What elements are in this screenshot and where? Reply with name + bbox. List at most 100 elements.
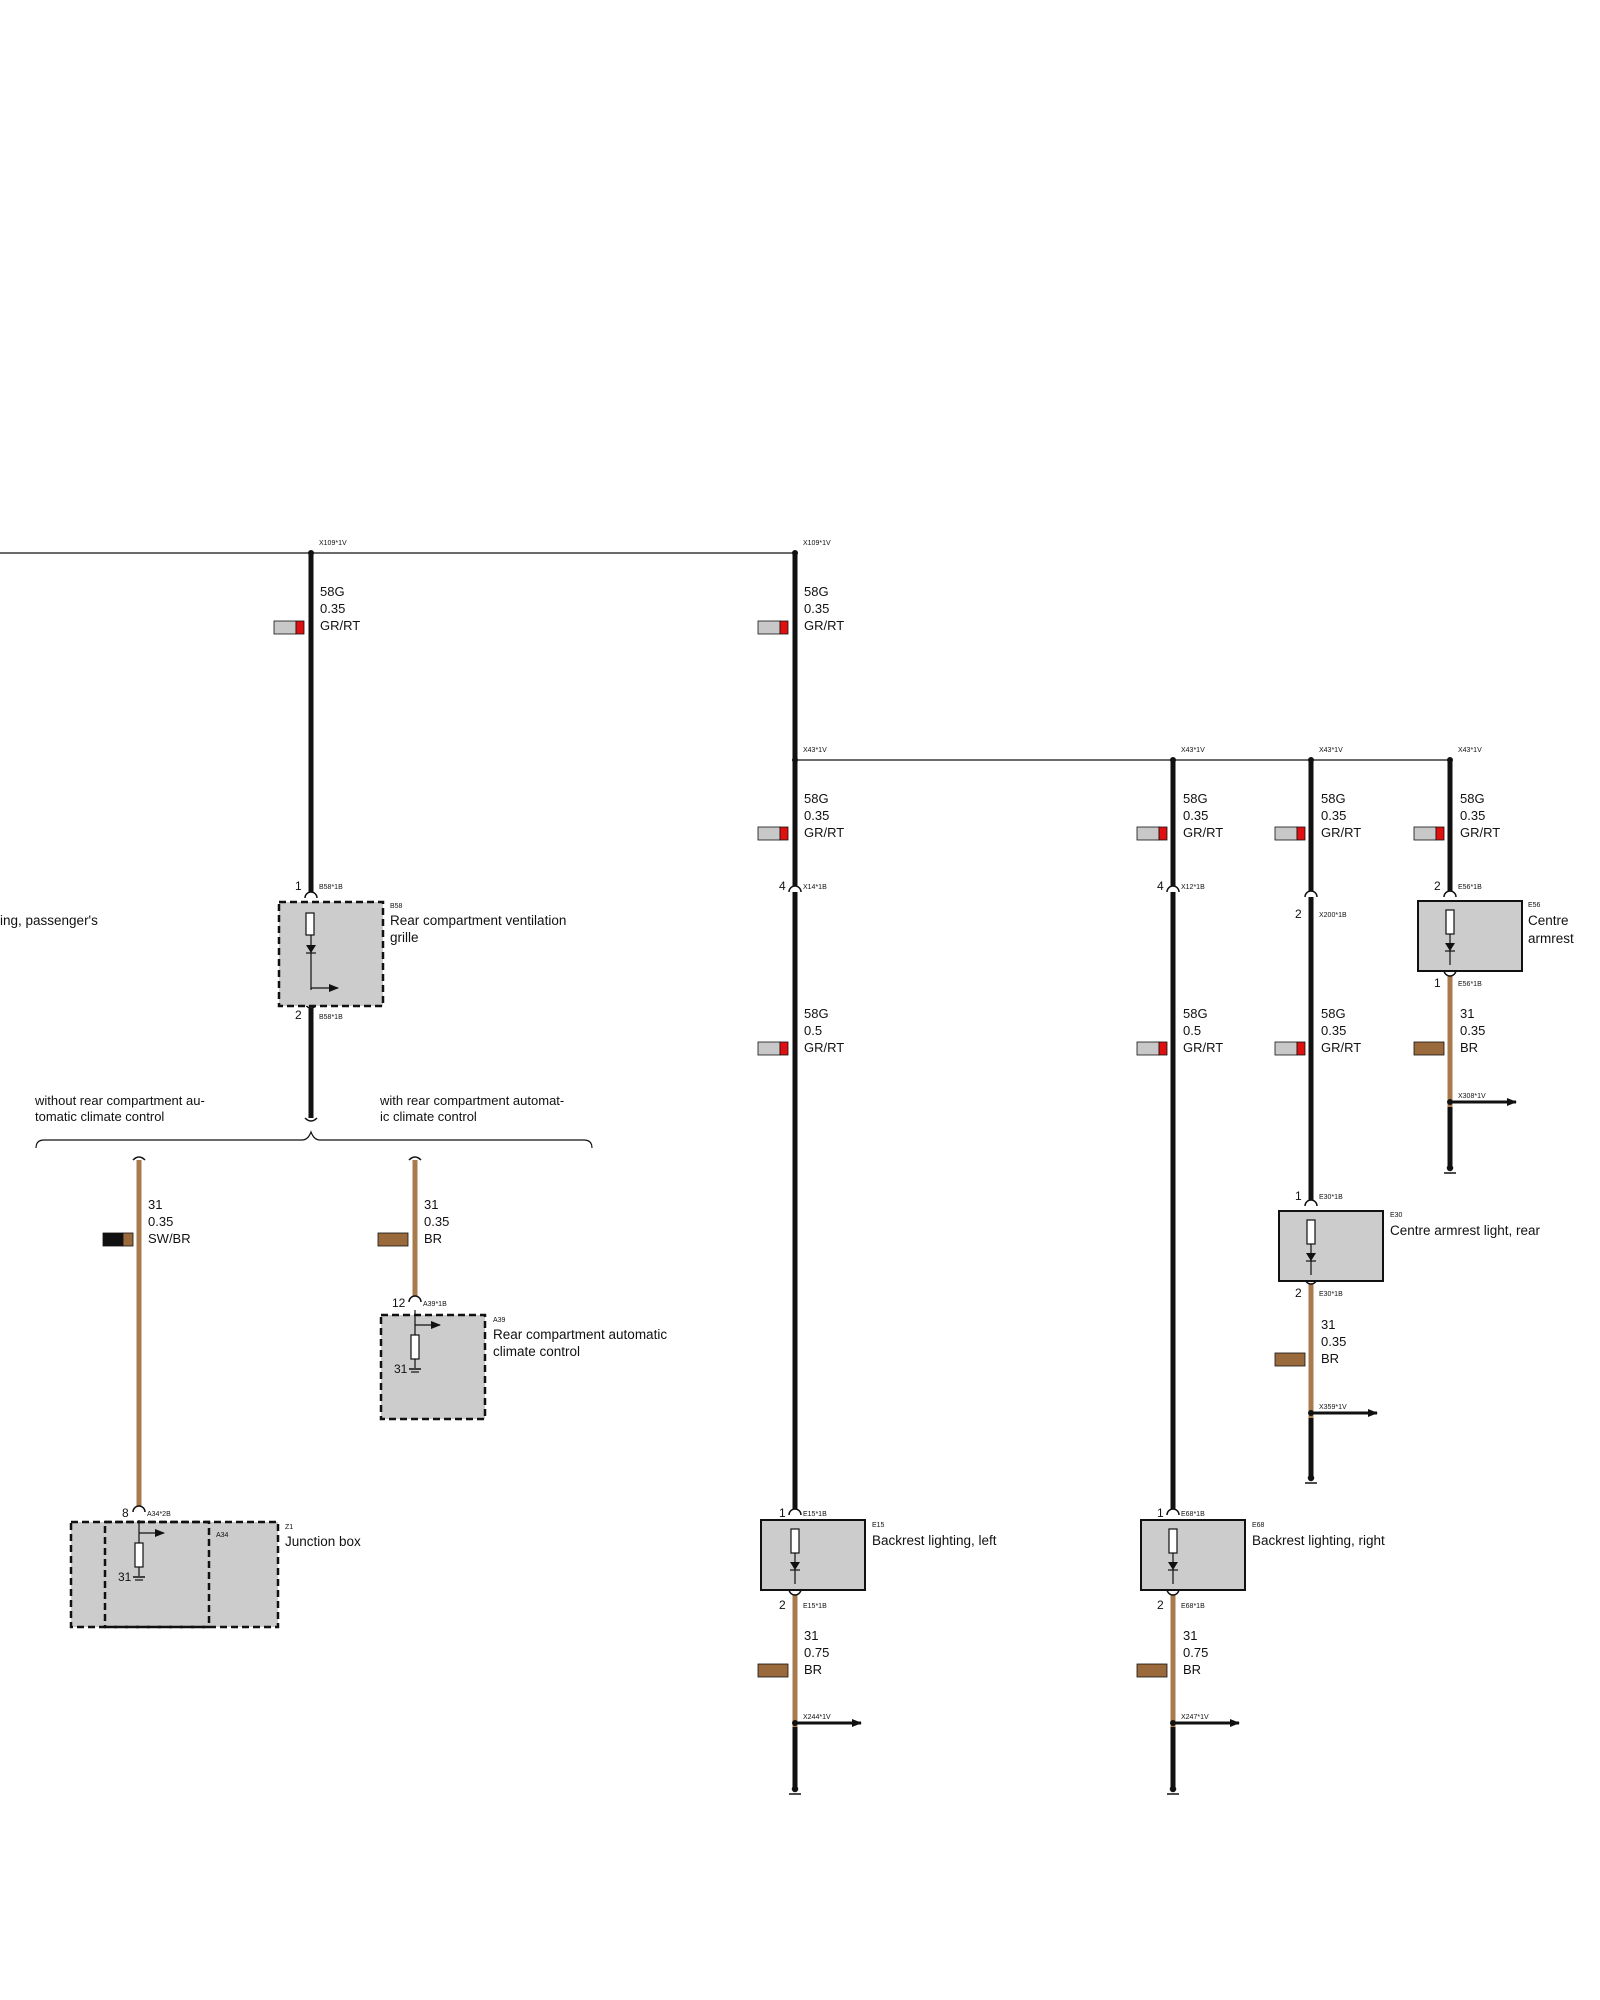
wire-color: GR/RT <box>1460 825 1500 840</box>
chip-br-5 <box>1136 1663 1168 1678</box>
pin-e30-1: 1 <box>1295 1189 1302 1203</box>
wire-size: 0.35 <box>1321 808 1346 823</box>
conn-x43-a: X43*1V <box>803 747 827 754</box>
conn-x359: X359*1V <box>1319 1404 1347 1411</box>
wire-break-symbols <box>132 1117 422 1161</box>
variant-brace <box>35 1130 593 1149</box>
component-z1-a34 <box>69 1520 280 1629</box>
component-e56 <box>1417 900 1523 972</box>
pin-x14: 4 <box>779 879 786 893</box>
wire-color: GR/RT <box>804 618 844 633</box>
e56-name-1: Centre <box>1528 913 1569 928</box>
pin-a34-31: 31 <box>118 1570 132 1584</box>
pin-e15-2: 2 <box>779 1598 786 1612</box>
wire-circuit: 31 <box>1460 1006 1474 1021</box>
pin-x200: 2 <box>1295 907 1302 921</box>
a34-id: A34 <box>216 1532 229 1539</box>
wire-color: GR/RT <box>1183 1040 1223 1055</box>
wire-size: 0.75 <box>804 1645 829 1660</box>
e15-name-1: Backrest lighting, left <box>872 1533 997 1548</box>
conn-x43-b: X43*1V <box>1181 747 1205 754</box>
z1-name-1: Junction box <box>285 1534 361 1549</box>
conn-x12: X12*1B <box>1181 884 1205 891</box>
pin-e68-2: 2 <box>1157 1598 1164 1612</box>
wire-circuit: 58G <box>804 584 829 599</box>
wire-color: GR/RT <box>804 825 844 840</box>
wire-color: BR <box>1321 1351 1339 1366</box>
conn-b58-bot: B58*1B <box>319 1014 343 1021</box>
pin-a34-8: 8 <box>122 1506 129 1520</box>
conn-e15-bot: E15*1B <box>803 1603 827 1610</box>
conn-a39: A39*1B <box>423 1301 447 1308</box>
wire-size: 0.5 <box>804 1023 822 1038</box>
wire-color: GR/RT <box>1321 825 1361 840</box>
e30-id: E30 <box>1390 1212 1403 1219</box>
wire-circuit: 58G <box>1183 791 1208 806</box>
pin-a39-12: 12 <box>392 1296 406 1310</box>
wire-color: GR/RT <box>804 1040 844 1055</box>
chip-swbr <box>102 1232 134 1247</box>
pin-x12: 4 <box>1157 879 1164 893</box>
conn-x244: X244*1V <box>803 1714 831 1721</box>
e56-name-2: armrest <box>1528 931 1574 946</box>
variant-without-1: without rear compartment au- <box>34 1093 205 1108</box>
chip-br-3 <box>1274 1352 1306 1367</box>
wire-size: 0.75 <box>1183 1645 1208 1660</box>
chip-br-2 <box>377 1232 409 1247</box>
component-e68 <box>1140 1519 1246 1591</box>
black-wires <box>308 553 1453 1789</box>
conn-e56-bot: E56*1B <box>1458 981 1482 988</box>
wire-color: BR <box>424 1231 442 1246</box>
chip-br-1 <box>1413 1041 1445 1056</box>
wire-color: BR <box>1183 1662 1201 1677</box>
chip-grrt-6 <box>1413 826 1445 841</box>
wire-color: BR <box>804 1662 822 1677</box>
variant-labels: without rear compartment au- tomatic cli… <box>34 1093 564 1124</box>
wire-size: 0.35 <box>148 1214 173 1229</box>
e15-id: E15 <box>872 1522 885 1529</box>
left-cut-label: ing, passenger's <box>0 913 98 928</box>
pin-b58-2: 2 <box>295 1008 302 1022</box>
conn-x14: X14*1B <box>803 884 827 891</box>
chip-grrt-2 <box>757 620 789 635</box>
a39-id: A39 <box>493 1317 506 1324</box>
pin-e15-1: 1 <box>779 1506 786 1520</box>
conn-x109-b: X109*1V <box>803 540 831 547</box>
conn-e30-top: E30*1B <box>1319 1194 1343 1201</box>
wire-circuit: 31 <box>1321 1317 1335 1332</box>
conn-e68-top: E68*1B <box>1181 1511 1205 1518</box>
conn-x247: X247*1V <box>1181 1714 1209 1721</box>
wire-color: SW/BR <box>148 1231 191 1246</box>
conn-e15-top: E15*1B <box>803 1511 827 1518</box>
wire-size: 0.35 <box>1183 808 1208 823</box>
b58-name-1: Rear compartment ventilation <box>390 913 566 928</box>
chip-grrt-1 <box>273 620 305 635</box>
wire-size: 0.35 <box>804 601 829 616</box>
wire-size: 0.35 <box>1460 808 1485 823</box>
conn-x109-a: X109*1V <box>319 540 347 547</box>
conn-e68-bot: E68*1B <box>1181 1603 1205 1610</box>
wire-size: 0.35 <box>804 808 829 823</box>
ground-symbols <box>789 1164 1456 1795</box>
wire-size: 0.35 <box>1460 1023 1485 1038</box>
conn-x308: X308*1V <box>1458 1093 1486 1100</box>
conn-a34: A34*2B <box>147 1511 171 1518</box>
wire-circuit: 58G <box>804 791 829 806</box>
wire-circuit: 31 <box>148 1197 162 1212</box>
wire-circuit: 58G <box>1183 1006 1208 1021</box>
e56-id: E56 <box>1528 902 1541 909</box>
chip-grrt-3 <box>757 826 789 841</box>
wire-circuit: 58G <box>320 584 345 599</box>
pin-e30-2: 2 <box>1295 1286 1302 1300</box>
wire-size: 0.35 <box>424 1214 449 1229</box>
wire-color: GR/RT <box>1321 1040 1361 1055</box>
wire-size: 0.35 <box>1321 1023 1346 1038</box>
wire-size: 0.35 <box>1321 1334 1346 1349</box>
outgoing-arrows <box>795 1098 1517 1727</box>
chip-grrt-9 <box>1274 1041 1306 1056</box>
pin-a39-31: 31 <box>394 1362 408 1376</box>
variant-without-2: tomatic climate control <box>35 1109 164 1124</box>
wire-circuit: 31 <box>1183 1628 1197 1643</box>
